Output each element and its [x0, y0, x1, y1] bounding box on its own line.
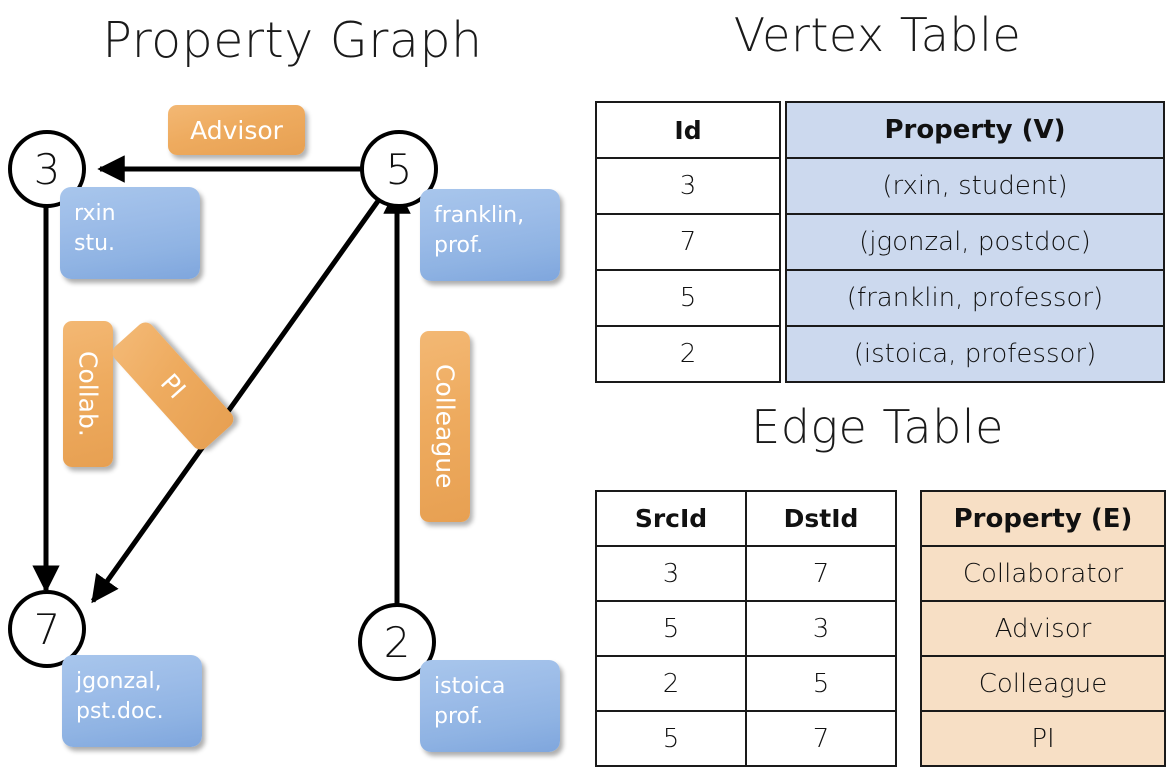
table-row[interactable]: 2 5: [595, 655, 897, 712]
table-row[interactable]: (istoica, professor): [785, 325, 1165, 383]
column-header-id: Id: [595, 101, 781, 159]
vertex-table-property-column: Property (V) (rxin, student) (jgonzal, p…: [785, 101, 1165, 383]
cell-vertex-property: (rxin, student): [785, 157, 1165, 215]
cell-vertex-id: 2: [595, 325, 781, 383]
table-header-row: Id: [595, 101, 781, 159]
node-property-box-rxin: rxin stu.: [60, 187, 200, 279]
cell-edge-property: Advisor: [920, 600, 1166, 657]
page-title-property-graph: Property Graph: [102, 12, 483, 69]
cell-vertex-property: (franklin, professor): [785, 269, 1165, 327]
page-title-vertex-table: Vertex Table: [733, 8, 1022, 62]
column-header-srcid: SrcId: [595, 490, 747, 547]
table-header-row: Property (E): [920, 490, 1166, 547]
node-property-line: pst.doc.: [76, 699, 164, 725]
cell-edge-dst: 7: [745, 545, 897, 602]
table-row[interactable]: 5: [595, 269, 781, 327]
column-header-dstid: DstId: [745, 490, 897, 547]
cell-edge-dst: 5: [745, 655, 897, 712]
node-property-line: jgonzal,: [76, 669, 162, 694]
column-header-property-e: Property (E): [920, 490, 1166, 547]
node-property-box-jgonzal: jgonzal, pst.doc.: [62, 655, 202, 747]
cell-vertex-id: 5: [595, 269, 781, 327]
node-property-box-franklin: franklin, prof.: [420, 189, 560, 281]
table-row[interactable]: 5 3: [595, 600, 897, 657]
table-row[interactable]: Collaborator: [920, 545, 1166, 602]
vertex-table-id-column: Id 3 7 5 2: [595, 101, 781, 383]
edge-5-to-7-pi: [90, 199, 381, 604]
table-row[interactable]: (rxin, student): [785, 157, 1165, 215]
edge-label-colleague: Colleague: [420, 331, 470, 522]
table-row[interactable]: PI: [920, 710, 1166, 767]
edge-label-collaborator: Collab.: [63, 321, 113, 467]
cell-edge-property: PI: [920, 710, 1166, 767]
table-row[interactable]: 2: [595, 325, 781, 383]
table-row[interactable]: (franklin, professor): [785, 269, 1165, 327]
node-property-line: prof.: [434, 233, 484, 259]
table-row[interactable]: Advisor: [920, 600, 1166, 657]
node-property-line: istoica: [434, 674, 506, 699]
table-header-row: Property (V): [785, 101, 1165, 159]
table-row[interactable]: 3 7: [595, 545, 897, 602]
cell-edge-property: Colleague: [920, 655, 1166, 712]
cell-edge-dst: 3: [745, 600, 897, 657]
table-row[interactable]: 7: [595, 213, 781, 271]
property-graph-diagram: 3 5 7 2 rxin stu. franklin, prof. jgonza…: [0, 85, 585, 760]
cell-vertex-property: (istoica, professor): [785, 325, 1165, 383]
edge-label-advisor: Advisor: [168, 105, 305, 155]
cell-edge-property: Collaborator: [920, 545, 1166, 602]
edge-table-property-column: Property (E) Collaborator Advisor Collea…: [920, 490, 1166, 767]
node-property-box-istoica: istoica prof.: [420, 660, 560, 752]
table-row[interactable]: 3: [595, 157, 781, 215]
cell-edge-src: 3: [595, 545, 747, 602]
node-property-line: franklin,: [434, 203, 525, 228]
cell-edge-src: 5: [595, 710, 747, 767]
table-row[interactable]: 5 7: [595, 710, 897, 767]
cell-edge-src: 2: [595, 655, 747, 712]
table-row[interactable]: Colleague: [920, 655, 1166, 712]
table-header-row: SrcId DstId: [595, 490, 897, 547]
cell-edge-src: 5: [595, 600, 747, 657]
cell-vertex-id: 7: [595, 213, 781, 271]
node-property-line: prof.: [434, 704, 484, 730]
node-property-line: stu.: [74, 231, 116, 257]
table-row[interactable]: (jgonzal, postdoc): [785, 213, 1165, 271]
graph-edges-svg: [32, 155, 411, 625]
column-header-property-v: Property (V): [785, 101, 1165, 159]
cell-edge-dst: 7: [745, 710, 897, 767]
cell-vertex-property: (jgonzal, postdoc): [785, 213, 1165, 271]
graph-node-3[interactable]: 3: [8, 130, 86, 208]
page-title-edge-table: Edge Table: [751, 400, 1004, 454]
node-property-line: rxin: [74, 201, 116, 226]
cell-vertex-id: 3: [595, 157, 781, 215]
edge-table-id-columns: SrcId DstId 3 7 5 3 2 5 5 7: [595, 490, 897, 767]
